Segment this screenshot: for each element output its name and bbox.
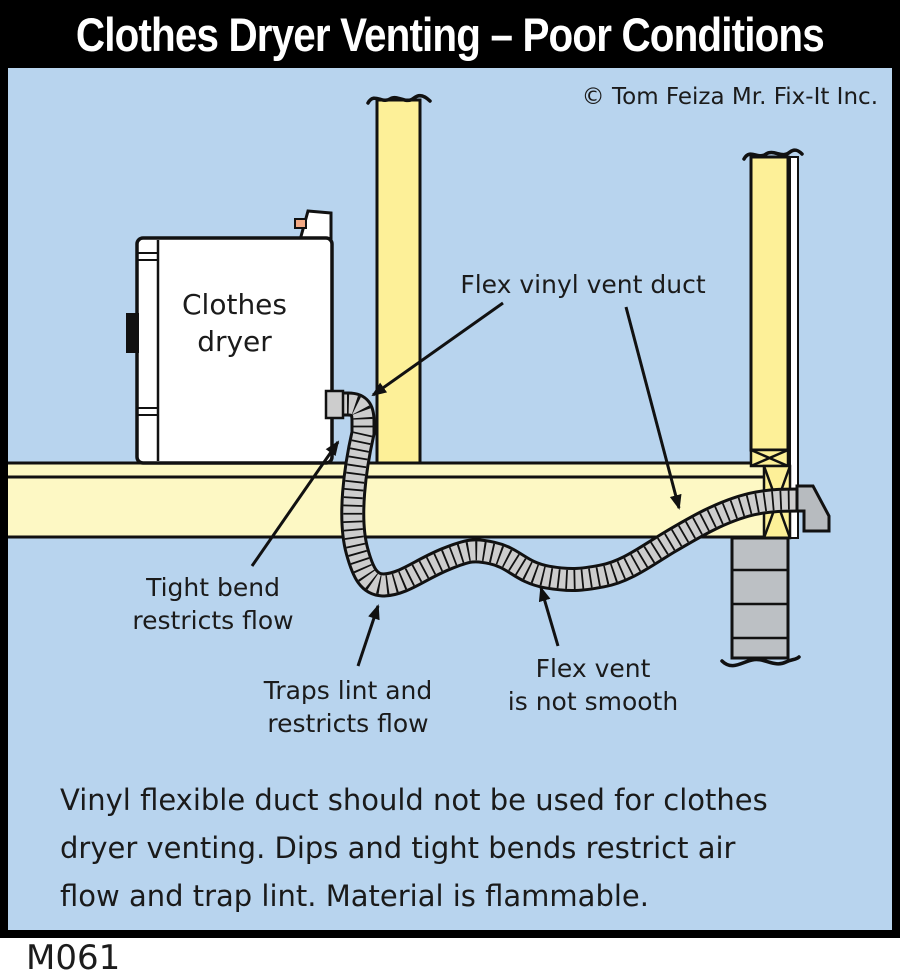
copyright-text: © Tom Feiza Mr. Fix-It Inc.	[581, 84, 878, 110]
foundation-break-line	[720, 655, 801, 668]
flex-vinyl-duct	[324, 389, 802, 598]
subfloor-band	[8, 461, 792, 479]
dryer-door-handle	[126, 313, 139, 353]
figure-id: M061	[26, 938, 121, 978]
foundation-wall	[720, 536, 801, 668]
floor-joist-band	[8, 475, 792, 539]
caption-text: Vinyl flexible duct should not be used f…	[60, 783, 768, 913]
diagram-art	[8, 68, 892, 930]
arrow-flex-vent	[538, 586, 560, 647]
duct-corrugation	[331, 394, 802, 595]
exterior-stud	[749, 155, 790, 452]
label-traps-lint: Traps lint and restricts flow	[263, 676, 433, 738]
bottom-plate-block	[749, 448, 790, 468]
clothes-dryer	[126, 209, 334, 465]
label-flex-vinyl: Flex vinyl vent duct	[460, 270, 706, 299]
stud-break-line	[366, 93, 432, 105]
dryer-console-button	[294, 218, 307, 229]
dryer-exhaust-stub	[324, 389, 345, 420]
arrow-flex-vinyl-left	[371, 301, 504, 397]
drawing-panel: © Tom Feiza Mr. Fix-It Inc. Clothes drye…	[8, 68, 892, 930]
label-tight-bend: Tight bend restricts flow	[132, 573, 294, 635]
interior-wall-stud	[366, 93, 432, 465]
arrow-tight-bend	[250, 440, 340, 567]
annotation-arrows	[250, 301, 682, 667]
exterior-vent-hood	[795, 484, 831, 533]
dryer-label: Clothes dryer	[182, 288, 287, 358]
floor-structure	[8, 461, 792, 539]
label-flex-vent: Flex vent is not smooth	[507, 654, 679, 716]
arrow-traps-lint	[356, 604, 380, 667]
wall-sheathing	[789, 156, 799, 539]
page-title: Clothes Dryer Venting – Poor Conditions	[75, 7, 825, 61]
title-bar: Clothes Dryer Venting – Poor Conditions	[0, 0, 900, 68]
stud-body	[375, 98, 422, 465]
exterior-stud-break-line	[742, 148, 804, 161]
arrow-flex-vinyl-right	[624, 306, 682, 510]
foundation-blocks	[730, 536, 790, 660]
